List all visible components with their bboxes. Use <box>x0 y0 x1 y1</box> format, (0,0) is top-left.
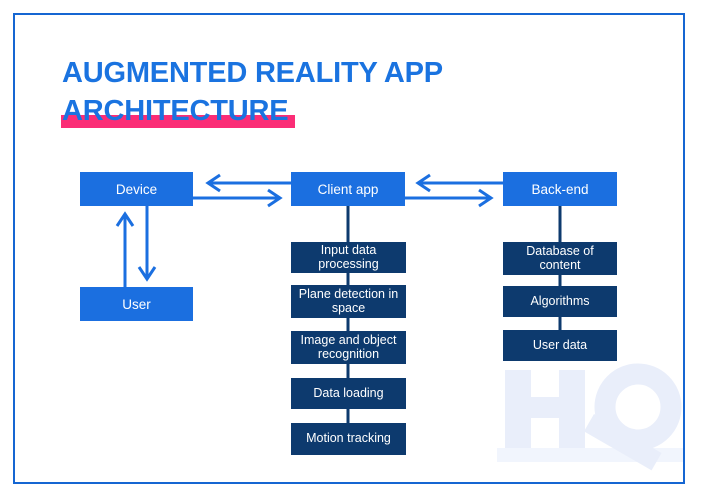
step-user-data: User data <box>503 330 617 361</box>
arrow-device-to-client-icon <box>193 188 283 208</box>
step-database-of-content: Database of content <box>503 242 617 275</box>
step-algorithms: Algorithms <box>503 286 617 317</box>
step-motion-tracking: Motion tracking <box>291 423 406 455</box>
node-client-app: Client app <box>291 172 405 206</box>
step-input-data-processing: Input data processing <box>291 242 406 273</box>
page-title-line2: ARCHITECTURE <box>60 92 296 130</box>
page-title-line1: AUGMENTED REALITY APP <box>62 57 443 89</box>
arrow-client-to-device-icon <box>205 173 291 193</box>
node-user: User <box>80 287 193 321</box>
arrow-device-to-user-icon <box>137 206 157 282</box>
page-title: AUGMENTED REALITY APP ARCHITECTURE <box>60 54 443 130</box>
node-backend: Back-end <box>503 172 617 206</box>
arrow-user-to-device-icon <box>115 211 135 287</box>
step-plane-detection: Plane detection in space <box>291 285 406 318</box>
hq-watermark-logo-icon <box>497 363 683 471</box>
node-device: Device <box>80 172 193 206</box>
step-image-object-recognition: Image and object recognition <box>291 331 406 364</box>
step-data-loading: Data loading <box>291 378 406 409</box>
arrow-client-to-backend-icon <box>405 188 494 208</box>
arrow-backend-to-client-icon <box>415 173 503 193</box>
